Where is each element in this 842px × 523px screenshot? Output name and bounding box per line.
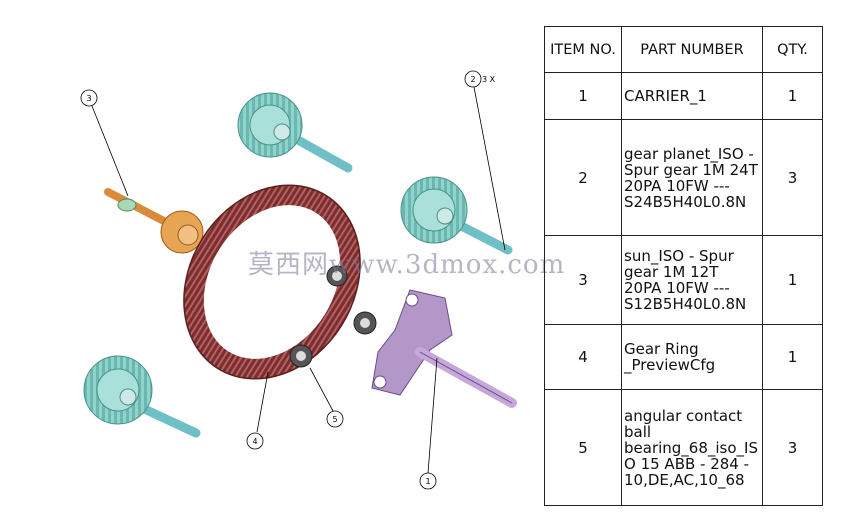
table-row: 2 gear planet_ISO - Spur gear 1M 24T 20P… bbox=[544, 119, 823, 236]
bom-item-no: 4 bbox=[544, 324, 622, 390]
balloon-ring-gear: 4 bbox=[246, 432, 264, 450]
bom-header-item-no: ITEM NO. bbox=[544, 26, 622, 73]
balloon-planet-gear: 2 3 X bbox=[464, 70, 496, 88]
bom-item-no: 1 bbox=[544, 72, 622, 120]
bom-header-qty: QTY. bbox=[762, 26, 823, 73]
table-row: 5 angular contact ball bearing_68_iso_IS… bbox=[544, 389, 823, 506]
bom-qty: 1 bbox=[762, 72, 823, 120]
svg-text:1: 1 bbox=[425, 477, 430, 486]
bom-item-no: 2 bbox=[544, 119, 622, 236]
bom-part-number: sun_ISO - Spur gear 1M 12T 20PA 10FW ---… bbox=[621, 235, 763, 325]
carrier bbox=[371, 289, 517, 408]
bom-part-number: Gear Ring _PreviewCfg bbox=[621, 324, 763, 390]
ring-gear bbox=[183, 184, 361, 380]
bom-qty: 1 bbox=[762, 235, 823, 325]
bom-header-part-number: PART NUMBER bbox=[621, 26, 763, 73]
bom-part-number: angular contact ball bearing_68_iso_ISO … bbox=[621, 389, 763, 506]
bom-qty: 3 bbox=[762, 119, 823, 236]
balloon-carrier: 1 bbox=[419, 472, 437, 490]
svg-text:3: 3 bbox=[86, 94, 91, 103]
bom-part-number: CARRIER_1 bbox=[621, 72, 763, 120]
bom-qty: 3 bbox=[762, 389, 823, 506]
table-row: 1 CARRIER_1 1 bbox=[544, 72, 823, 120]
bearing-2 bbox=[353, 311, 377, 335]
svg-text:2: 2 bbox=[470, 75, 475, 84]
table-row: 4 Gear Ring _PreviewCfg 1 bbox=[544, 324, 823, 390]
svg-text:3 X: 3 X bbox=[482, 75, 496, 84]
bom-item-no: 5 bbox=[544, 389, 622, 506]
bearing-3 bbox=[289, 344, 313, 368]
balloon-sun-gear: 3 bbox=[80, 89, 98, 107]
bom-part-number: gear planet_ISO - Spur gear 1M 24T 20PA … bbox=[621, 119, 763, 236]
svg-text:5: 5 bbox=[332, 415, 337, 424]
bom-header-row: ITEM NO. PART NUMBER QTY. bbox=[544, 26, 823, 73]
bill-of-materials-table: ITEM NO. PART NUMBER QTY. 1 CARRIER_1 1 … bbox=[544, 26, 823, 506]
table-row: 3 sun_ISO - Spur gear 1M 12T 20PA 10FW -… bbox=[544, 235, 823, 325]
exploded-assembly-drawing: 3 2 3 X 4 5 1 bbox=[80, 70, 517, 490]
watermark-text: 莫西网www.3dmox.com bbox=[248, 250, 566, 280]
balloon-leaders bbox=[91, 86, 506, 474]
planet-gear-top bbox=[237, 92, 353, 173]
bom-qty: 1 bbox=[762, 324, 823, 390]
svg-text:4: 4 bbox=[252, 437, 257, 446]
sun-gear bbox=[104, 188, 204, 254]
planet-gear-bottom bbox=[83, 355, 201, 438]
bom-item-no: 3 bbox=[544, 235, 622, 325]
planet-gear-right bbox=[400, 176, 513, 255]
balloon-bearing: 5 bbox=[326, 410, 344, 428]
bearing-1 bbox=[326, 265, 348, 287]
